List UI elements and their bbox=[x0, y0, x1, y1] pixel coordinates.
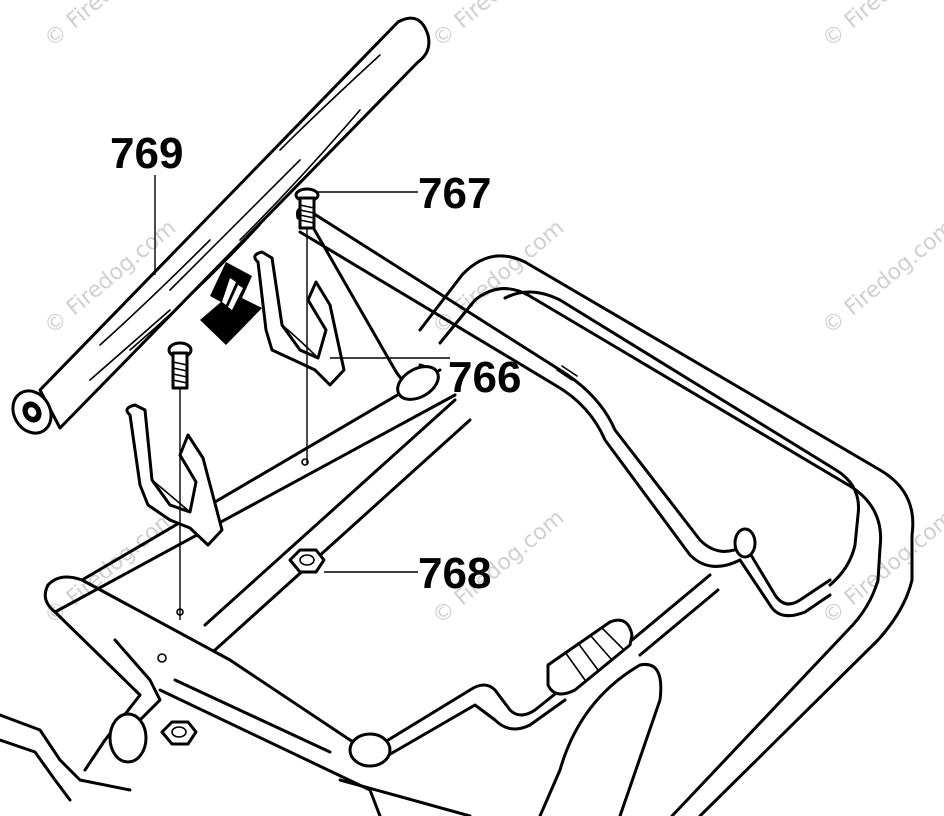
watermark-text: © Firedog.com bbox=[40, 505, 181, 629]
upper-bracket bbox=[296, 207, 832, 618]
lower-handle-tube bbox=[0, 365, 457, 816]
leader-lines bbox=[154, 175, 450, 573]
handle-frame bbox=[203, 254, 915, 816]
part-766-clip-lower bbox=[125, 403, 224, 547]
part-766-clip-upper bbox=[253, 250, 346, 387]
part-769-tube bbox=[11, 16, 431, 435]
arrow-down-icon bbox=[200, 262, 262, 345]
part-767-bolt-lower bbox=[167, 341, 193, 620]
watermark-layer: © Firedog.com © Firedog.com © Firedog.co… bbox=[40, 0, 944, 630]
cable-assembly bbox=[338, 573, 720, 816]
part-label-767: 767 bbox=[418, 169, 491, 218]
watermark-text: © Firedog.com bbox=[818, 215, 944, 339]
part-label-768: 768 bbox=[418, 549, 491, 598]
part-label-766: 766 bbox=[448, 353, 521, 402]
part-label-769: 769 bbox=[110, 129, 183, 178]
watermark-text: © Firedog.com bbox=[40, 0, 181, 53]
part-labels: 769 767 766 768 bbox=[110, 129, 521, 598]
part-767-bolt-upper bbox=[294, 187, 320, 465]
part-768-nut bbox=[160, 548, 326, 746]
watermark-text: © Firedog.com bbox=[428, 0, 569, 53]
watermark-text: © Firedog.com bbox=[818, 0, 944, 53]
watermark-text: © Firedog.com bbox=[818, 505, 944, 629]
